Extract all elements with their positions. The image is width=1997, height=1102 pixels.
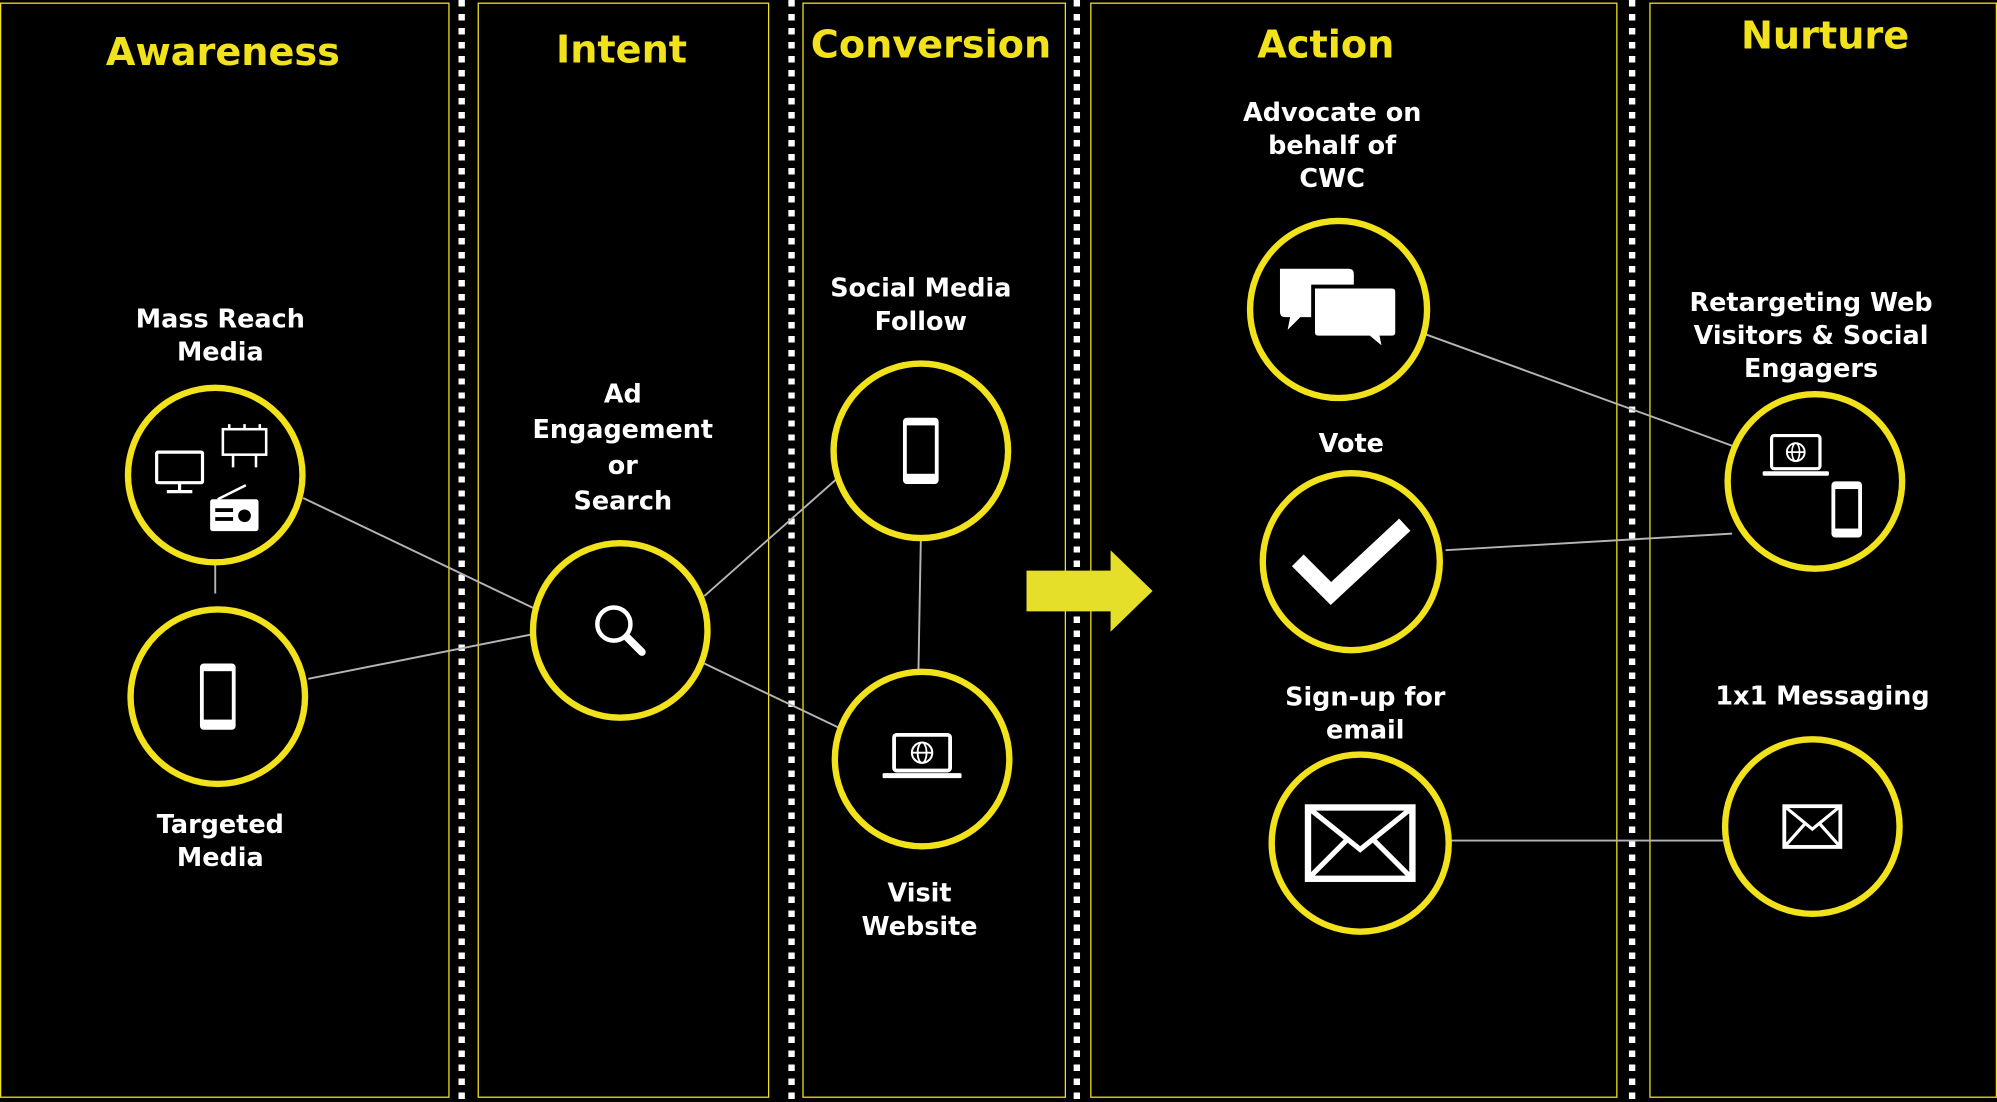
stage-header-nurture: Nurture (1740, 14, 1910, 59)
node-retargeting (1724, 390, 1906, 572)
dotted-divider (1628, 0, 1636, 1102)
intent-column (477, 2, 770, 1098)
node-advocate-cwc (1246, 217, 1431, 402)
billboard-icon (221, 424, 268, 468)
connector-line (302, 497, 536, 610)
envelope-icon (1782, 804, 1843, 849)
node-signup-email (1268, 751, 1452, 935)
laptop-globe-icon (1762, 433, 1829, 476)
node-mass-reach-media (124, 384, 306, 566)
laptop-globe-icon (882, 732, 962, 779)
stage-header-action: Action (1257, 22, 1395, 68)
mobile-phone-icon (199, 663, 236, 730)
search-icon (595, 605, 646, 656)
dotted-divider (1073, 0, 1081, 1102)
monitor-icon (155, 450, 205, 494)
node-social-media-follow (830, 360, 1012, 542)
connector-line (1423, 332, 1733, 447)
mobile-phone-icon (902, 417, 939, 484)
node-targeted-media (127, 606, 309, 788)
conversion-column (802, 2, 1067, 1098)
node-label-vote: Vote (1318, 427, 1384, 459)
node-vote (1259, 469, 1443, 654)
stage-header-conversion: Conversion (810, 22, 1052, 68)
envelope-icon (1304, 804, 1416, 882)
checkmark-icon (1291, 518, 1411, 605)
dotted-divider (788, 0, 795, 1102)
nurture-column (1649, 2, 1997, 1098)
dotted-divider (458, 0, 465, 1102)
node-ad-engagement-search (529, 540, 711, 721)
connector-line (1445, 532, 1733, 552)
connector-line (703, 662, 841, 730)
stage-header-awareness: Awareness (105, 30, 340, 76)
mobile-phone-icon (1831, 481, 1863, 538)
node-label-messaging: 1x1 Messaging (1715, 680, 1930, 711)
connector-line (917, 539, 922, 681)
right-arrow-icon (1026, 550, 1153, 632)
node-1x1-messaging (1721, 736, 1903, 917)
stage-header-intent: Intent (555, 28, 688, 73)
node-visit-website (831, 668, 1013, 850)
awareness-column (0, 2, 450, 1098)
connector-line (703, 478, 838, 597)
speech-bubbles-icon (1279, 268, 1400, 356)
radio-icon (210, 484, 259, 532)
action-column (1090, 2, 1618, 1098)
connector-line (308, 633, 533, 680)
